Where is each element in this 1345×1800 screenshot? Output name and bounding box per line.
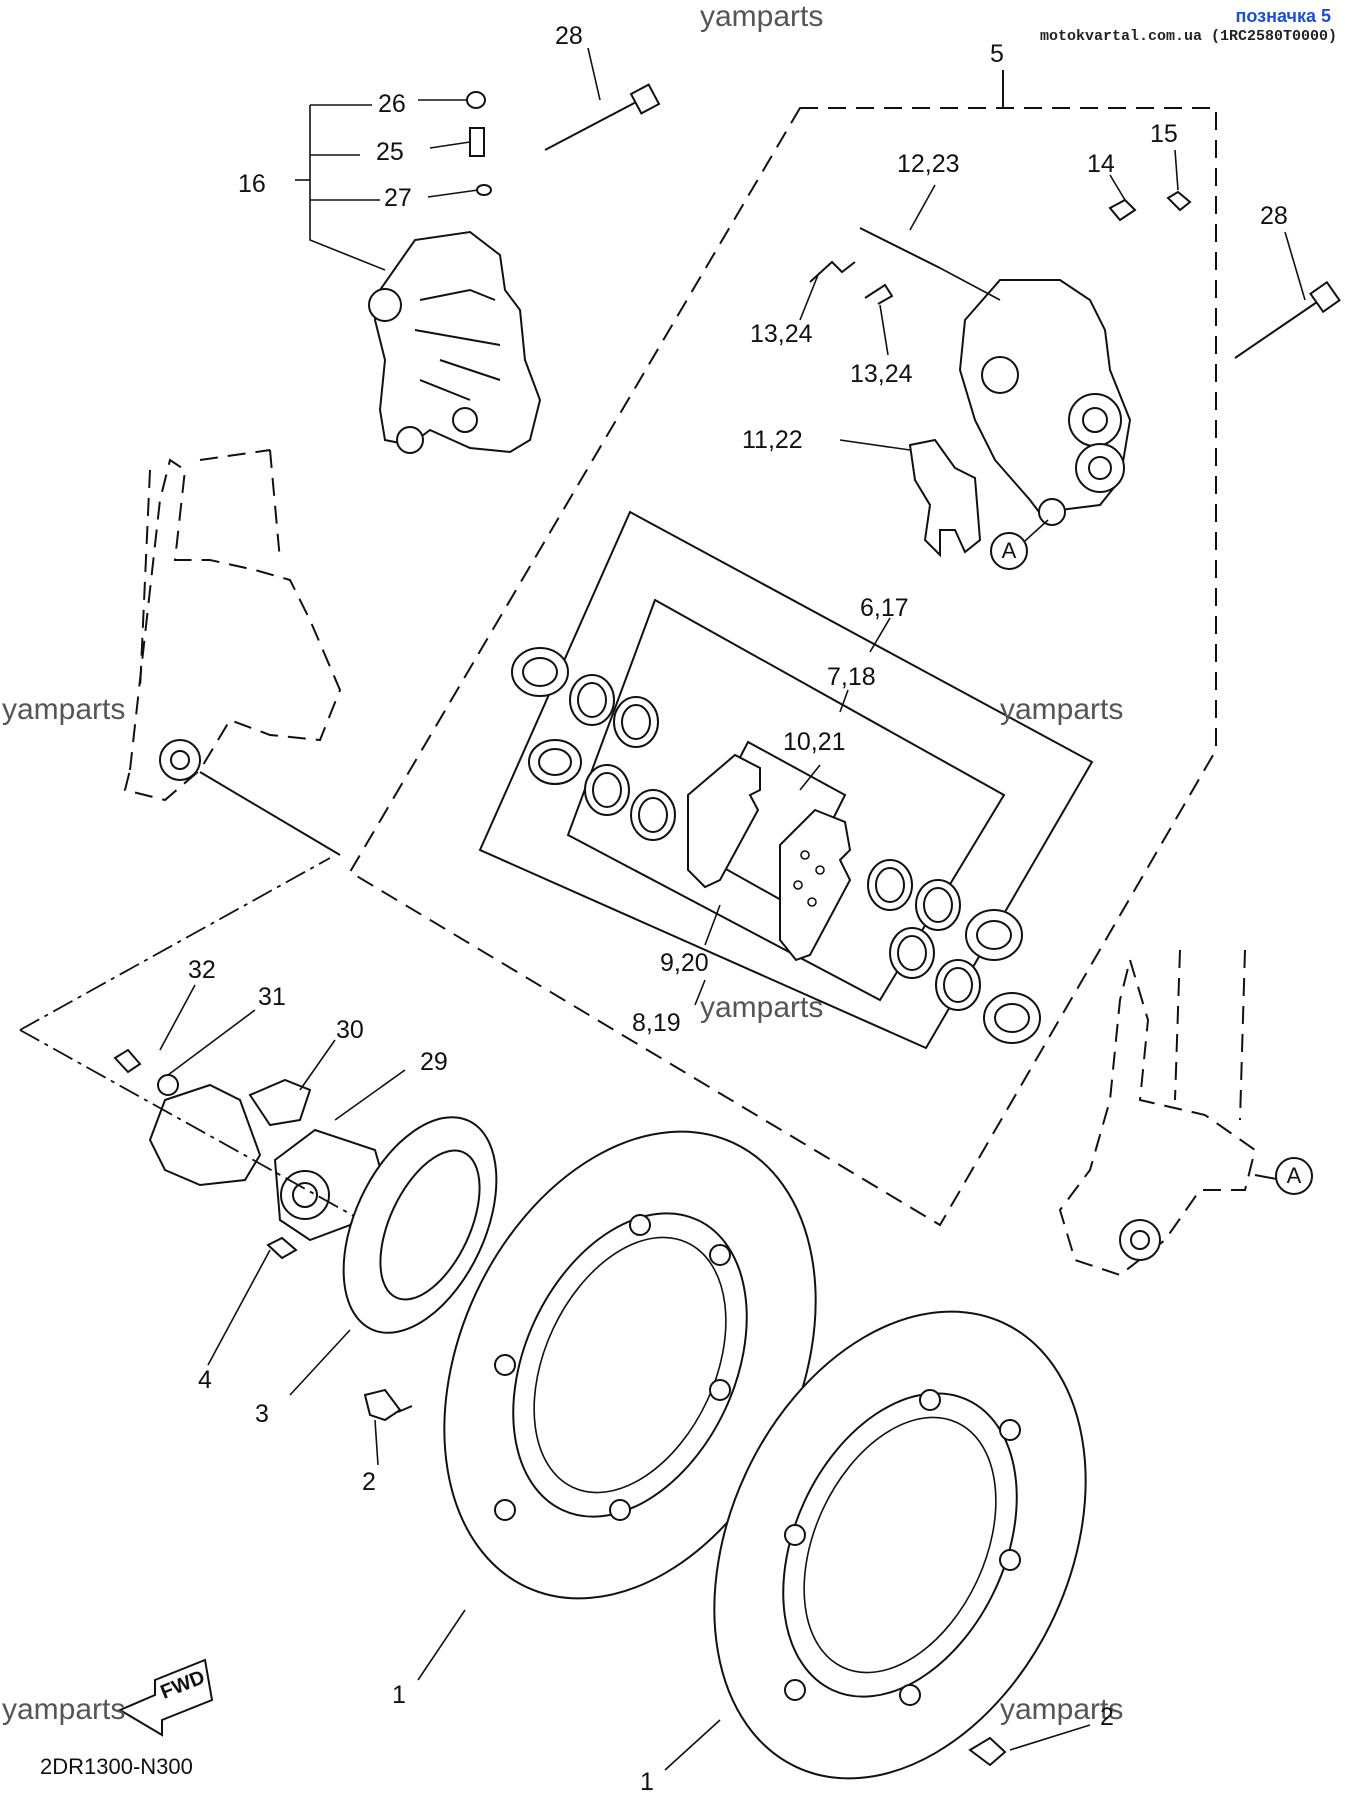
caliper-assembly-boundary <box>348 70 1217 1227</box>
callout-label: 15 <box>1150 120 1178 148</box>
brake-disc-lower <box>713 1310 1087 1780</box>
callout-label: 28 <box>555 22 583 50</box>
callout-label: 26 <box>378 90 406 118</box>
right-caliper <box>809 190 1192 558</box>
brake-pads <box>687 753 852 962</box>
brake-disc-upper <box>443 1130 817 1600</box>
pistons-left <box>511 647 676 841</box>
fwd-arrow <box>117 1658 214 1737</box>
watermark: yamparts <box>2 693 126 726</box>
sensor-rotor <box>342 1116 498 1334</box>
callout-label: 31 <box>258 983 286 1011</box>
watermark: yamparts <box>700 991 824 1024</box>
callout-label: 3 <box>255 1400 269 1428</box>
disc-bolts <box>363 1388 1007 1767</box>
callout-label: 30 <box>336 1016 364 1044</box>
callout-marker-a: A <box>990 532 1028 570</box>
callout-label: 2 <box>1100 1703 1114 1731</box>
watermark: yamparts <box>700 0 824 33</box>
callout-label: 25 <box>376 138 404 166</box>
header-site: motokvartal.com.ua (1RC2580T0000) <box>1039 28 1337 45</box>
callout-label: 32 <box>188 956 216 984</box>
left-fork <box>123 449 342 856</box>
watermark: yamparts <box>1000 693 1124 726</box>
callout-label: 16 <box>238 170 266 198</box>
leader-lines <box>159 47 1306 1771</box>
callout-label: 13,24 <box>850 360 913 388</box>
seal-kit-outline-inner <box>566 598 1006 1002</box>
callout-label: 29 <box>420 1048 448 1076</box>
header-tag: позначка 5 <box>1235 6 1332 26</box>
callout-label: 2 <box>362 1468 376 1496</box>
caliper-bolts <box>544 83 1341 359</box>
callout-label: 1 <box>640 1768 654 1796</box>
callout-label: 12,23 <box>897 150 960 178</box>
callout-label: 9,20 <box>660 949 709 977</box>
callout-label: 27 <box>384 184 412 212</box>
callout-marker-a: A <box>1275 1157 1313 1195</box>
reference-code: 2DR1300-N300 <box>40 1754 193 1779</box>
callout-label: 28 <box>1260 202 1288 230</box>
watermark: yamparts <box>2 1693 126 1726</box>
callout-label: 4 <box>198 1366 212 1394</box>
callout-label: 10,21 <box>783 728 846 756</box>
seal-kit-outline-outer <box>478 510 1094 1050</box>
callout-label: 6,17 <box>860 594 909 622</box>
watermark: yamparts <box>1000 1693 1124 1726</box>
sensor-bracket-assembly <box>19 857 387 1260</box>
left-caliper <box>368 91 542 454</box>
callout-label: 5 <box>990 40 1004 68</box>
right-fork <box>1058 949 1283 1277</box>
callout-label: 8,19 <box>632 1009 681 1037</box>
pistons-right <box>867 859 1041 1044</box>
callout-label: 11,22 <box>742 426 803 454</box>
callout-label: 14 <box>1087 150 1115 178</box>
callout-label: 13,24 <box>750 320 813 348</box>
callout-label: 7,18 <box>827 663 876 691</box>
callout-label: 1 <box>392 1681 406 1709</box>
